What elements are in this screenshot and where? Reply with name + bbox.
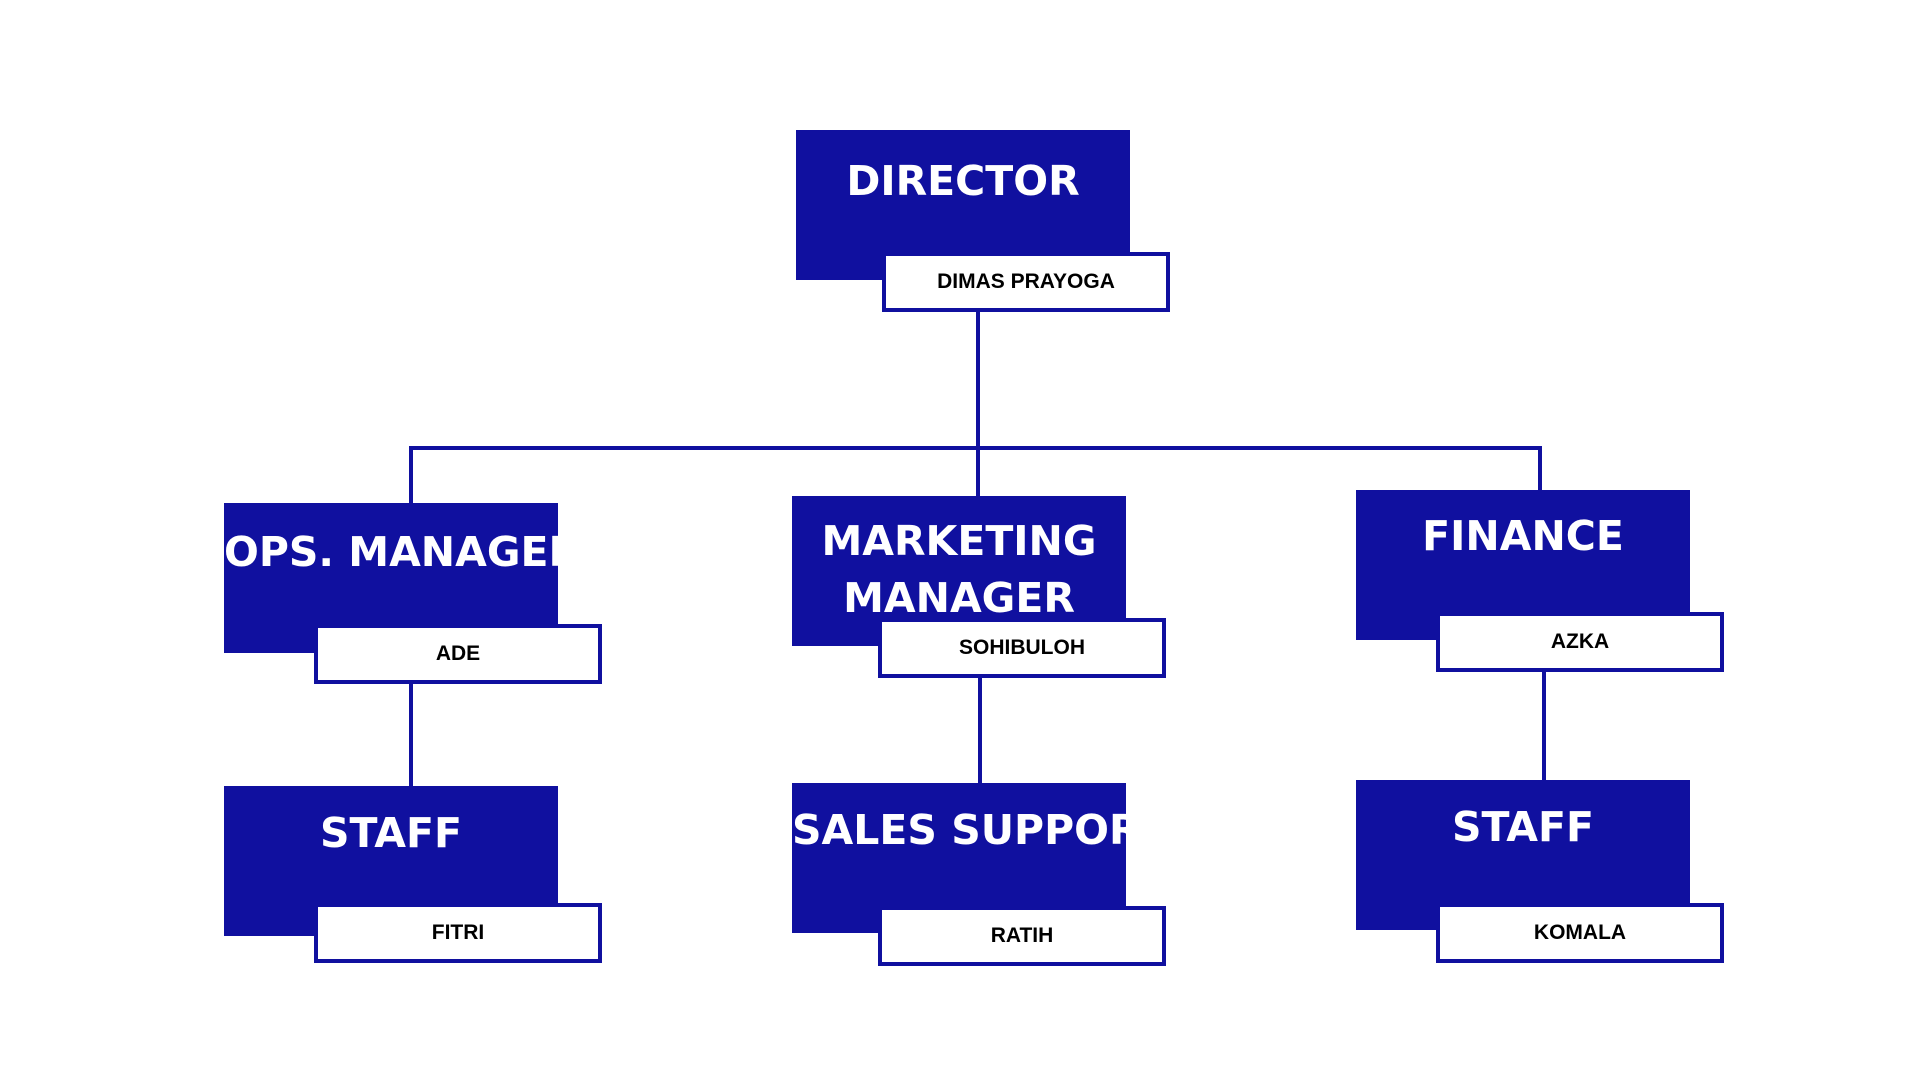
finance-staff-name-box: KOMALA bbox=[1436, 903, 1724, 963]
director-name-box: DIMAS PRAYOGA bbox=[882, 252, 1170, 312]
ops-staff-name: FITRI bbox=[431, 921, 485, 944]
sales-support-name-box: RATIH bbox=[878, 906, 1166, 966]
sales-support-name: RATIH bbox=[990, 924, 1054, 947]
finance-name: AZKA bbox=[1550, 630, 1610, 653]
ops-staff-title: STAFF bbox=[319, 809, 463, 857]
director-name: DIMAS PRAYOGA bbox=[937, 270, 1115, 293]
director-title: DIRECTOR bbox=[846, 157, 1080, 205]
finance-name-box: AZKA bbox=[1436, 612, 1724, 672]
marketing-manager-title-line1: MARKETING bbox=[821, 517, 1097, 565]
finance-staff-title: STAFF bbox=[1451, 803, 1595, 851]
sales-support-title: SALES SUPPORT bbox=[792, 806, 1167, 854]
finance-title: FINANCE bbox=[1422, 512, 1624, 560]
ops-manager-title: OPS. MANAGER bbox=[224, 528, 581, 576]
ops-manager-name: ADE bbox=[435, 642, 481, 665]
ops-manager-name-box: ADE bbox=[314, 624, 602, 684]
ops-staff-name-box: FITRI bbox=[314, 903, 602, 963]
marketing-manager-name: SOHIBULOH bbox=[959, 636, 1085, 659]
finance-staff-name: KOMALA bbox=[1533, 921, 1627, 944]
marketing-manager-title-line2: MANAGER bbox=[843, 574, 1075, 622]
marketing-manager-name-box: SOHIBULOH bbox=[878, 618, 1166, 678]
